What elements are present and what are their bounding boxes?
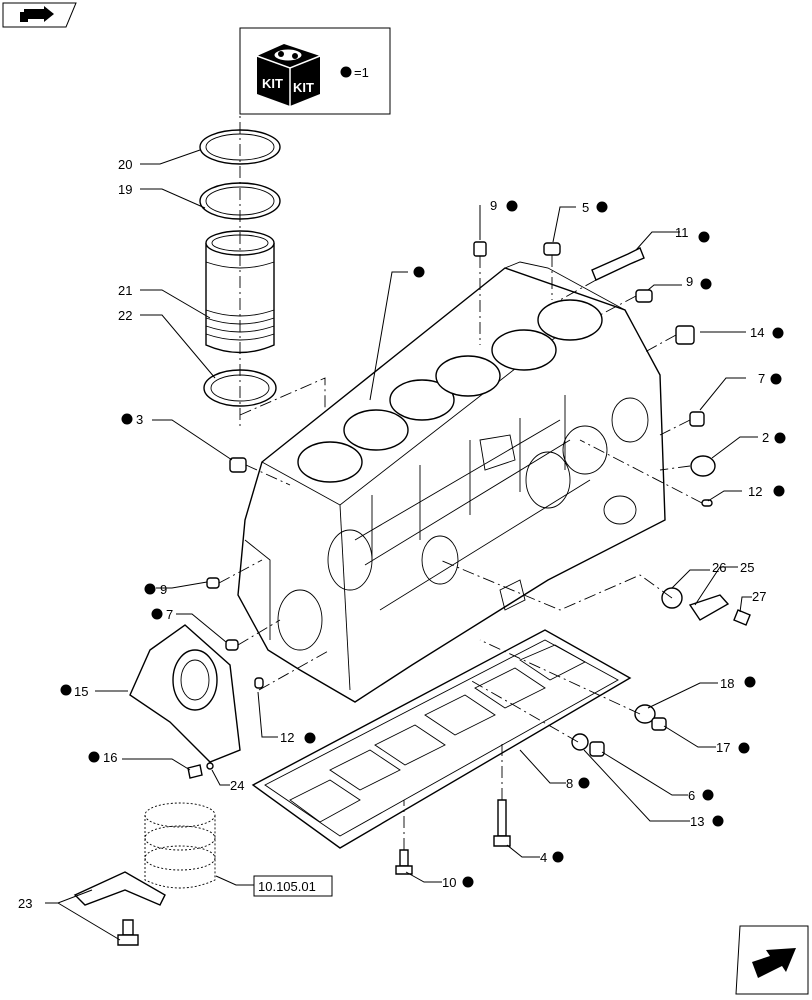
- callout-21: 21: [118, 283, 132, 298]
- callout-15: 15: [74, 684, 88, 699]
- callout-15-dot: [60, 684, 72, 696]
- block-dot: [413, 266, 425, 278]
- callout-10: 10: [442, 875, 456, 890]
- callout-14: 14: [750, 325, 764, 340]
- callout-20: 20: [118, 157, 132, 172]
- callout-12-right-dot: [773, 485, 785, 497]
- callout-16-dot: [88, 751, 100, 763]
- callout-2: 2: [762, 430, 769, 445]
- callout-19: 19: [118, 182, 132, 197]
- callout-6-dot: [702, 789, 714, 801]
- reference-box-label: 10.105.01: [258, 879, 316, 894]
- callout-9-right: 9: [686, 274, 693, 289]
- callout-11-dot: [698, 231, 710, 243]
- callout-3: 3: [136, 412, 143, 427]
- callout-12-left-dot: [304, 732, 316, 744]
- callout-27: 27: [752, 589, 766, 604]
- callout-3-dot: [121, 413, 133, 425]
- kit-text-right: KIT: [293, 80, 314, 95]
- kit-equals: =1: [354, 65, 369, 80]
- bullet-dot: [340, 66, 352, 78]
- bracket-23: [73, 871, 166, 946]
- callout-17-dot: [738, 742, 750, 754]
- callout-5: 5: [582, 200, 589, 215]
- callout-7-right-dot: [770, 373, 782, 385]
- gasket-plate-8: [251, 629, 632, 849]
- kit-legend: KIT KIT =1: [239, 27, 391, 115]
- callout-4-dot: [552, 851, 564, 863]
- callout-22: 22: [118, 308, 132, 323]
- callout-8: 8: [566, 776, 573, 791]
- callout-8-dot: [578, 777, 590, 789]
- callout-2-dot: [774, 432, 786, 444]
- engine-block: [237, 261, 666, 703]
- reference-box[interactable]: 10.105.01: [253, 875, 333, 897]
- callout-7-left: 7: [166, 607, 173, 622]
- callout-13: 13: [690, 814, 704, 829]
- callout-13-dot: [712, 815, 724, 827]
- callout-24: 24: [230, 778, 244, 793]
- callout-7-left-dot: [151, 608, 163, 620]
- callout-18-dot: [744, 676, 756, 688]
- callout-12-left: 12: [280, 730, 294, 745]
- small-parts: [187, 241, 751, 875]
- callout-9-left-dot: [144, 583, 156, 595]
- piston-reference: [144, 802, 216, 889]
- callout-9-left: 9: [160, 582, 167, 597]
- callout-11: 11: [675, 225, 689, 240]
- cylinder-liner-21: [205, 230, 275, 354]
- next-page-arrow-icon[interactable]: [735, 925, 809, 995]
- callout-17: 17: [716, 740, 730, 755]
- cylinder-bores: [297, 299, 603, 483]
- callout-5-dot: [596, 201, 608, 213]
- callout-12-right: 12: [748, 484, 762, 499]
- callout-16: 16: [103, 750, 117, 765]
- callout-7-right: 7: [758, 371, 765, 386]
- callout-4: 4: [540, 850, 547, 865]
- kit-text-left: KIT: [262, 76, 283, 91]
- callout-9-top-dot: [506, 200, 518, 212]
- seal-housing-15: [129, 624, 241, 763]
- callout-23: 23: [18, 896, 32, 911]
- callout-14-dot: [772, 327, 784, 339]
- book-arrow-icon[interactable]: [2, 2, 77, 28]
- callout-9-right-dot: [700, 278, 712, 290]
- callout-9-top: 9: [490, 198, 497, 213]
- callout-26: 26: [712, 560, 726, 575]
- guide-lines: [218, 255, 703, 850]
- leader-lines: [45, 149, 758, 941]
- callout-6: 6: [688, 788, 695, 803]
- callout-labels: 20 19 21 22 9 5 11 9 14 7 2 12 3 9 7 26 …: [18, 157, 786, 911]
- callout-10-dot: [462, 876, 474, 888]
- callout-18: 18: [720, 676, 734, 691]
- callout-25: 25: [740, 560, 754, 575]
- kit-box-icon: KIT KIT: [256, 44, 321, 106]
